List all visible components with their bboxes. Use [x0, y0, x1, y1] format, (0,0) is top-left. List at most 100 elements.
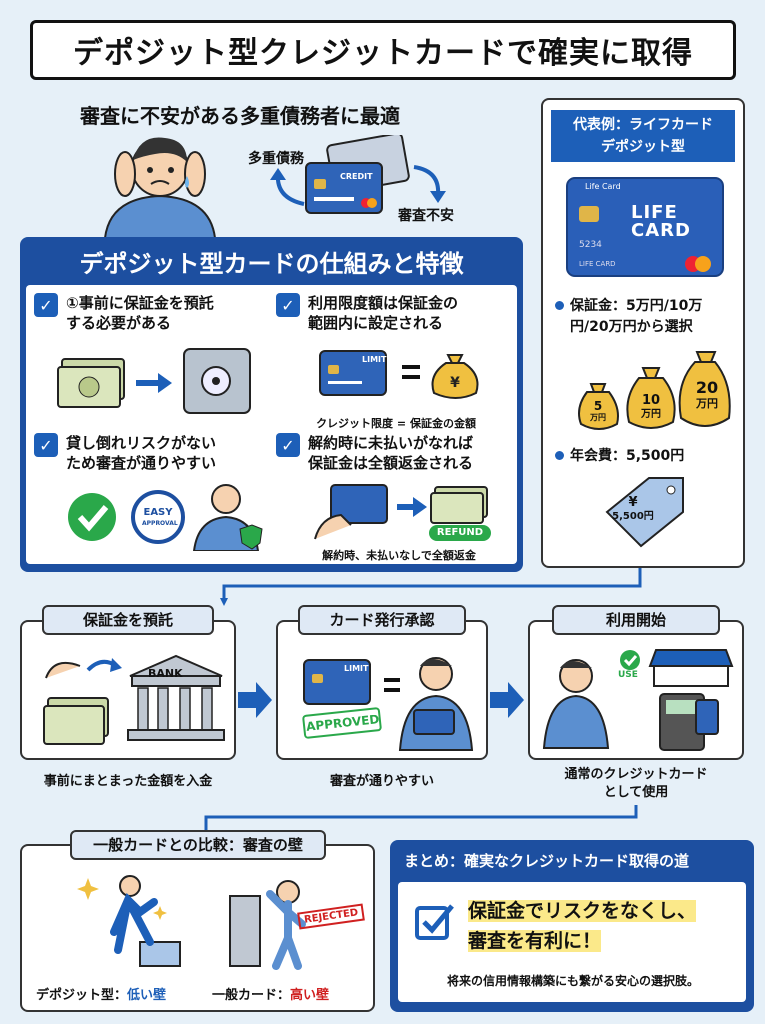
feature-text: ①事前に保証金を預託 — [66, 294, 214, 312]
bank-label: BANK — [148, 667, 183, 680]
tag-debt: 多重債務 — [248, 151, 304, 167]
summary-line: 審査を有利に！ — [468, 930, 602, 952]
fee-text: 年会費：5,500円 — [570, 448, 685, 464]
card-name-line: LIFE — [631, 202, 678, 223]
mechanism-body: ✓ ①事前に保証金を預託する必要がある ✓ 利用限度額は保証金の範囲内に設定され… — [26, 285, 517, 564]
page-title: デポジット型クレジットカードで確実に取得 — [30, 20, 736, 80]
approval-icon — [302, 657, 474, 751]
card-footer: LIFE CARD — [579, 260, 616, 268]
card-name-line: CARD — [631, 220, 691, 241]
step-deposit-caption: 事前にまとまった金額を入金 — [43, 774, 213, 789]
svg-text:¥: ¥ — [450, 375, 460, 391]
step-arrow-icon — [238, 682, 272, 718]
summary-line: 保証金でリスクをなくし、 — [468, 900, 697, 922]
money-bags-icon — [578, 351, 731, 430]
mechanism-panel: デポジット型カードの仕組みと特徴 ✓ ①事前に保証金を預託する必要がある ✓ 利… — [20, 237, 523, 572]
deposit-bullet: 保証金：5万円/10万 円/20万円から選択 — [555, 296, 702, 338]
feature-risk: ✓ 貸し倒れリスクがないため審査が通りやすい — [34, 433, 216, 473]
card-equals-money-icon: ¥ — [319, 350, 479, 399]
price-tag-icon — [605, 477, 684, 548]
refund-caption: 解約時、未払いなしで全額返金 — [322, 549, 476, 562]
bag-unit: 万円 — [590, 413, 606, 422]
step-approval-head: カード発行承認 — [298, 605, 466, 635]
summary-panel: まとめ：確実なクレジットカード取得の道 保証金でリスクをなくし、 審査を有利に！… — [390, 840, 754, 1012]
compare-left-value: 低い壁 — [127, 988, 167, 1003]
limit-caption: クレジット限度 = 保証金の金額 — [316, 417, 476, 430]
feature-text: 保証金は全額返金される — [308, 454, 474, 472]
bag-20: 20 万円 — [683, 380, 731, 412]
step-use-head: 利用開始 — [552, 605, 720, 635]
step-deposit-head: 保証金を預託 — [42, 605, 214, 635]
example-heading-line: 代表例：ライフカード — [573, 117, 713, 133]
step-approval-caption: 審査が通りやすい — [329, 774, 434, 789]
example-heading: 代表例：ライフカード デポジット型 — [551, 110, 735, 162]
refund-icon — [314, 484, 491, 541]
easy-approval-icon — [68, 484, 263, 551]
worried-person-icon — [103, 137, 217, 238]
feature-text: する必要がある — [66, 314, 172, 332]
compare-right-label: 一般カード： — [212, 988, 291, 1003]
badge-text: EASY — [143, 507, 173, 518]
step-arrow-icon — [490, 682, 524, 718]
fee-bullet: 年会費：5,500円 — [555, 446, 684, 467]
refund-label: REFUND — [436, 527, 484, 538]
checkbox-icon — [415, 904, 454, 940]
check-icon: ✓ — [276, 433, 300, 457]
compare-right-value: 高い壁 — [290, 988, 330, 1003]
compare-right: 一般カード：高い壁 — [212, 984, 329, 1003]
feature-text: 解約時に未払いがなれば — [308, 434, 474, 452]
store-payment-icon — [542, 649, 734, 751]
tag-value: 5,500円 — [612, 511, 654, 522]
feature-limit: ✓ 利用限度額は保証金の範囲内に設定される — [276, 293, 458, 333]
bag-5: 5 万円 — [581, 400, 615, 424]
compare-left: デポジット型：低い壁 — [36, 984, 166, 1003]
step-use-caption-line: 通常のクレジットカード — [564, 767, 708, 782]
tag-yen: ¥ — [628, 495, 638, 510]
bag-amount: 20 — [695, 378, 719, 397]
step-use-caption: 通常のクレジットカード として使用 — [528, 766, 744, 802]
example-heading-line: デポジット型 — [601, 139, 685, 155]
curved-arrow-icon — [270, 168, 305, 206]
use-label: USE — [618, 670, 638, 680]
card-number: 5234 — [579, 240, 602, 250]
feature-text: 利用限度額は保証金の — [308, 294, 459, 312]
step-use-caption-line: として使用 — [603, 785, 669, 800]
feature-refund: ✓ 解約時に未払いがなれば保証金は全額返金される — [276, 433, 473, 473]
badge-text: APPROVAL — [142, 520, 178, 527]
compare-left-label: デポジット型： — [36, 988, 128, 1003]
approval-card-label: LIMIT — [344, 664, 369, 673]
money-to-safe-icon — [57, 348, 251, 414]
summary-note: 将来の信用情報構築にも繋がる安心の選択肢。 — [446, 974, 699, 988]
connector-line — [220, 568, 642, 606]
intro-heading: 審査に不安がある多重債務者に最適 — [80, 104, 400, 128]
summary-head: まとめ：確実なクレジットカード取得の道 — [404, 852, 690, 870]
check-icon: ✓ — [276, 293, 300, 317]
tag-anxiety: 審査不安 — [398, 208, 454, 224]
curved-arrow-down-icon — [413, 165, 446, 203]
deposit-text: 保証金：5万円/10万 — [570, 298, 703, 314]
summary-main: 保証金でリスクをなくし、 審査を有利に！ — [468, 896, 697, 956]
check-icon: ✓ — [34, 293, 58, 317]
card-brand: Life Card — [585, 182, 621, 191]
check-icon: ✓ — [34, 433, 58, 457]
card-credit-text: CREDIT — [340, 172, 373, 181]
example-panel: 代表例：ライフカード デポジット型 Life Card LIFE CARD 52… — [541, 98, 745, 568]
bullet-icon — [555, 451, 564, 460]
limit-label: LIMIT — [362, 355, 387, 364]
compare-illustration — [77, 875, 306, 970]
bullet-icon — [555, 301, 564, 310]
feature-text: 貸し倒れリスクがない — [66, 434, 217, 452]
bag-unit: 万円 — [641, 409, 661, 420]
feature-text: 範囲内に設定される — [308, 314, 444, 332]
bag-amount: 5 — [593, 399, 603, 413]
bag-amount: 10 — [641, 393, 661, 408]
price-tag: ¥ 5,500円 — [603, 496, 663, 524]
mechanism-heading: デポジット型カードの仕組みと特徴 — [79, 250, 464, 278]
credit-cards-icon — [305, 135, 410, 214]
summary-body: 保証金でリスクをなくし、 審査を有利に！ 将来の信用情報構築にも繋がる安心の選択… — [398, 882, 746, 1002]
compare-head: 一般カードとの比較：審査の壁 — [70, 830, 326, 860]
life-card-image — [566, 177, 724, 277]
deposit-bank-icon — [43, 654, 225, 745]
easy-approval-badge: EASY APPROVAL — [142, 507, 178, 529]
bag-unit: 万円 — [696, 397, 718, 410]
